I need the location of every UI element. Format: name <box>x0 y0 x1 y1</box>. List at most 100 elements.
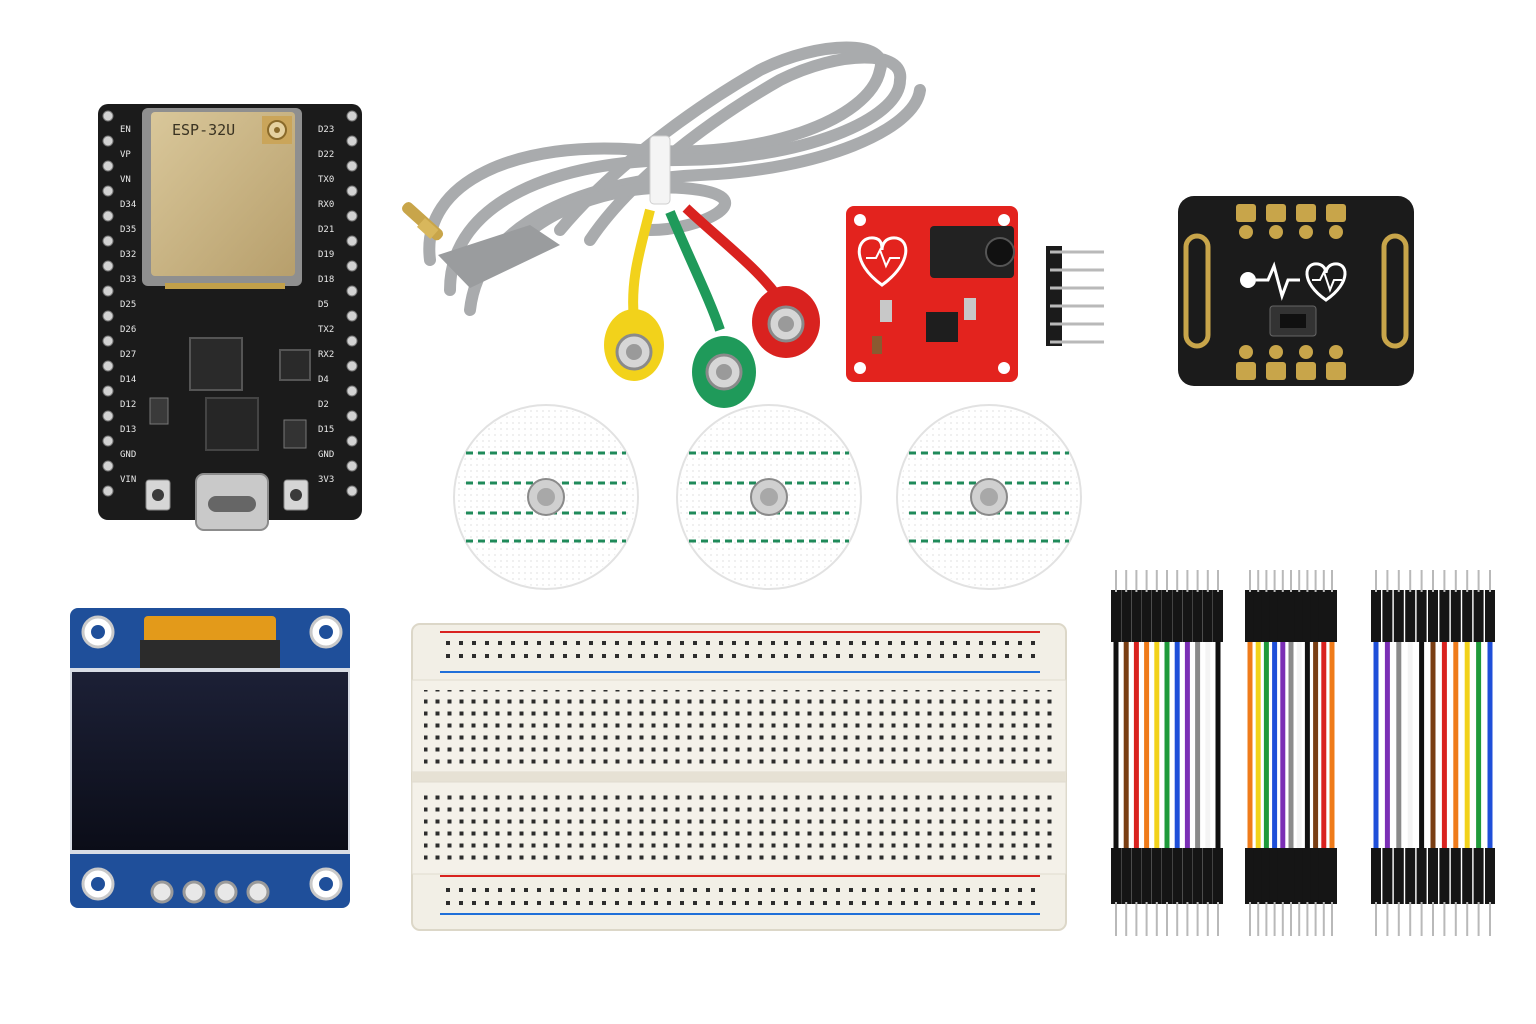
esp32-pin-label: D4 <box>318 375 329 385</box>
pulse-heart-icon <box>1240 261 1347 302</box>
jumper-housing <box>1294 590 1305 642</box>
electrode-pad <box>896 404 1082 590</box>
esp32-pin-label: D21 <box>318 225 334 235</box>
jumper-housing <box>1327 848 1337 904</box>
jumper-housing <box>1439 848 1450 904</box>
header-pin <box>102 260 114 272</box>
jumper-housing <box>1213 848 1223 904</box>
jumper-housing <box>1151 848 1162 904</box>
header-pin <box>102 235 114 247</box>
header-pin <box>346 335 358 347</box>
jumper-housing <box>1428 590 1438 642</box>
jumper-housing <box>1318 848 1329 904</box>
header-pin <box>102 285 114 297</box>
headphone-jack-socket <box>930 226 1015 278</box>
jumper-housing <box>1485 848 1495 904</box>
header-pin <box>346 360 358 372</box>
ecg-lead-cable <box>402 41 926 408</box>
jumper-housing <box>1182 848 1193 904</box>
esp32-pin-label: GND <box>318 450 334 460</box>
esp32-pin-labels-right: D23D22TX0RX0D21D19D18D5TX2RX2D4D2D15GND3… <box>318 125 334 485</box>
via-pad <box>1269 225 1283 239</box>
jumper-housing <box>1439 590 1450 642</box>
esp32-pin-label: 3V3 <box>318 475 334 485</box>
power-rail-top <box>444 638 1036 666</box>
diode <box>279 349 311 381</box>
header-pin <box>102 360 114 372</box>
terminal-strip-top <box>424 690 1054 764</box>
jumper-housing <box>1141 590 1152 642</box>
esp32-pin-label: D14 <box>120 375 136 385</box>
header-pin <box>346 185 358 197</box>
power-rail-bottom <box>444 882 1036 910</box>
header-pin <box>102 385 114 397</box>
via-pad <box>1299 225 1313 239</box>
header-pin <box>102 485 114 497</box>
jumper-housing <box>1192 848 1203 904</box>
jumper-housing <box>1310 590 1321 642</box>
esp32-pin-label: D33 <box>120 275 136 285</box>
esp32-pin-label: GND <box>120 450 136 460</box>
via-pad <box>1239 225 1253 239</box>
via-pad <box>1329 345 1343 359</box>
jumper-housing <box>1202 848 1213 904</box>
jumper-housing <box>1318 590 1329 642</box>
jumper-housing <box>1485 590 1495 642</box>
jumper-bundle <box>1371 570 1495 936</box>
jumper-housing <box>1416 848 1427 904</box>
esp32-pin-label: D34 <box>120 200 136 210</box>
header-pin <box>346 135 358 147</box>
oled-screen <box>72 672 348 850</box>
jumper-housing <box>1121 590 1132 642</box>
jumper-housing <box>1302 590 1313 642</box>
header-pin <box>346 210 358 222</box>
jumper-housing <box>1405 848 1416 904</box>
jumper-housing <box>1310 848 1321 904</box>
header-pin <box>346 260 358 272</box>
via-pad <box>1239 345 1253 359</box>
electrode-pads <box>453 404 1082 590</box>
header-pin <box>346 460 358 472</box>
en-button <box>145 479 171 511</box>
jumper-housing <box>1277 590 1288 642</box>
esp32-pin-label: D32 <box>120 250 136 260</box>
jumper-housing <box>1277 848 1288 904</box>
esp32-pin-label: D2 <box>318 400 329 410</box>
jumper-housing <box>1131 590 1142 642</box>
jumper-housing <box>1294 848 1305 904</box>
jumper-housing <box>1393 848 1404 904</box>
header-pin <box>102 435 114 447</box>
cable-tie <box>649 135 671 205</box>
esp32-board: ESP-32U ENVPVND34D35D32D33D25D26D27D14D1… <box>98 104 362 531</box>
header-pin <box>346 160 358 172</box>
header-pin <box>102 310 114 322</box>
header-pin <box>346 235 358 247</box>
esp32-pin-label: D5 <box>318 300 329 310</box>
jumper-housing <box>1121 848 1132 904</box>
esp32-pin-label: D23 <box>318 125 334 135</box>
sensor-pads <box>1236 204 1346 380</box>
jumper-housing <box>1286 848 1296 904</box>
header-pin <box>102 460 114 472</box>
edge-pad <box>1296 204 1316 222</box>
esp32-pin-label: TX2 <box>318 325 334 335</box>
jumper-housing <box>1382 590 1393 642</box>
edge-pad <box>1326 204 1346 222</box>
esp32-pin-label: D26 <box>120 325 136 335</box>
esp32-pin-label: D19 <box>318 250 334 260</box>
jumper-housing <box>1371 590 1381 642</box>
header-pin <box>346 485 358 497</box>
esp32-pin-label: EN <box>120 125 131 135</box>
jumper-housing <box>1428 848 1438 904</box>
header-pin <box>346 285 358 297</box>
esp32-pin-label: VIN <box>120 475 136 485</box>
electrode-pad <box>676 404 862 590</box>
snap-lead-yellow <box>604 309 664 381</box>
header-pin <box>102 110 114 122</box>
oled-display-module <box>70 608 350 908</box>
esp32-module-label: ESP-32U <box>172 121 235 139</box>
jumper-housing <box>1327 590 1337 642</box>
via-pad <box>1269 345 1283 359</box>
jumper-housing <box>1286 590 1296 642</box>
